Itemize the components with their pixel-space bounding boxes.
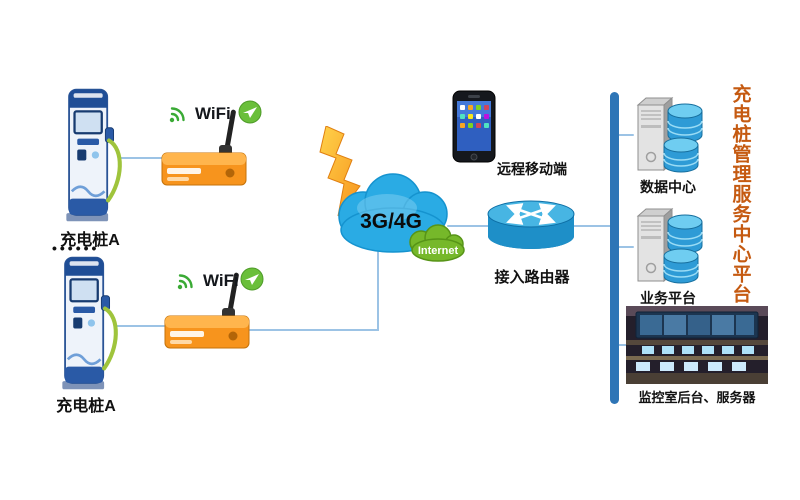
antenna-port xyxy=(228,331,238,341)
antenna-port xyxy=(225,168,235,178)
charger-button xyxy=(91,151,100,159)
business-platform-icon xyxy=(636,207,703,284)
wifi-label-top: WiFi xyxy=(168,104,231,124)
link-wifi-cloud xyxy=(248,251,379,331)
access-router-icon xyxy=(487,200,575,249)
smartphone-icon xyxy=(452,90,496,163)
business-platform-label: 业务平台 xyxy=(640,290,696,306)
phone-home-button xyxy=(470,153,478,161)
cloud-internet xyxy=(409,224,465,262)
phone-label: 远程移动端 xyxy=(497,161,567,177)
charging-station-top xyxy=(66,88,122,222)
charger-top-label: 充电桩A xyxy=(60,232,120,249)
phone-app-grid xyxy=(460,105,489,128)
phone-speaker xyxy=(468,95,480,98)
charging-cable xyxy=(106,138,122,203)
database-stack xyxy=(663,214,703,284)
data-center-icon xyxy=(636,96,703,173)
charger-outlet xyxy=(77,149,87,161)
gps-badge-icon-top xyxy=(238,100,262,124)
monitor-room-image xyxy=(626,306,768,384)
charging-cable xyxy=(102,306,118,371)
console-monitors-row2 xyxy=(636,362,746,371)
charger-button xyxy=(87,319,96,327)
wifi-text: WiFi xyxy=(195,104,231,123)
cloud-internet-label: Internet xyxy=(418,245,459,257)
database-stack xyxy=(663,103,703,173)
aggregation-bar xyxy=(610,92,619,404)
cloud-3g4g-label: 3G/4G xyxy=(360,210,422,233)
wifi-signal-icon xyxy=(177,274,193,290)
charger-screen xyxy=(69,278,99,303)
wifi-signal-icon xyxy=(169,107,185,123)
charger-outlet xyxy=(73,317,83,329)
gps-badge-icon-bottom xyxy=(240,267,264,291)
charger-bottom-label: 充电桩A xyxy=(56,398,116,415)
wifi-text: WiFi xyxy=(203,271,239,290)
antenna-icon xyxy=(227,272,239,317)
wifi-module-top xyxy=(161,109,247,186)
wifi-label-bottom: WiFi xyxy=(176,271,239,291)
antenna-icon xyxy=(224,109,236,154)
wifi-module-bottom xyxy=(164,272,250,349)
router-label: 接入路由器 xyxy=(494,269,570,286)
more-chargers-ellipsis: •••••• xyxy=(52,240,100,256)
data-center-label: 数据中心 xyxy=(640,179,696,195)
charger-screen xyxy=(73,110,103,135)
platform-title: 充电桩管理服务中心平台 xyxy=(729,84,751,304)
monitor-room-label: 监控室后台、服务器 xyxy=(638,390,756,405)
charging-station-bottom xyxy=(62,256,118,390)
cloud-3g4g: 3G/4G Internet xyxy=(338,173,465,262)
console-monitors-row1 xyxy=(642,346,754,354)
